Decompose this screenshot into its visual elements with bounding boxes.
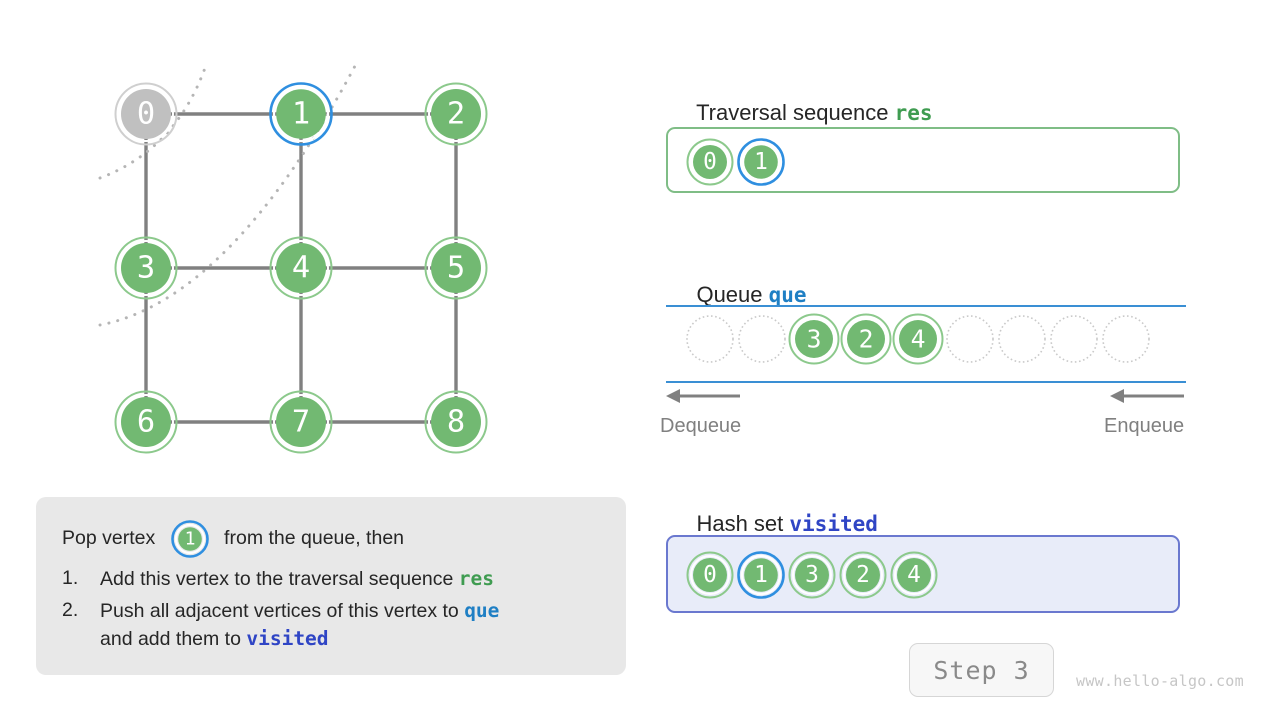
svg-text:0: 0 [137, 97, 155, 132]
explanation-headline-after: from the queue, then [218, 527, 405, 550]
keyword-visited: visited [246, 627, 329, 651]
explanation-step: 1. Add this vertex to the traversal seque… [62, 565, 600, 594]
queue-container: 3 2 4 [666, 305, 1186, 383]
visited-title-keyword: visited [789, 512, 878, 536]
res-item: 0 [686, 138, 734, 186]
svg-text:0: 0 [703, 562, 717, 588]
queue-empty-slot [996, 313, 1046, 363]
svg-text:2: 2 [447, 97, 465, 132]
bfs-wavefront-arc [98, 64, 357, 327]
res-title: Traversal sequence res [672, 74, 933, 152]
step-badge: Step 3 [909, 643, 1054, 697]
visited-item: 2 [839, 551, 887, 599]
explanation-step-text: Push all adjacent vertices of this verte… [100, 597, 600, 654]
svg-text:8: 8 [447, 405, 465, 440]
explanation-headline: Pop vertex 1 from the queue, then [62, 519, 600, 559]
graph-node-2[interactable]: 2 [424, 82, 488, 146]
keyword-que: que [464, 598, 500, 622]
svg-text:2: 2 [859, 325, 874, 354]
queue-empty-slot [944, 313, 994, 363]
visited-item: 1 [737, 551, 785, 599]
queue-title-keyword: que [768, 283, 807, 307]
res-title-prefix: Traversal sequence [696, 100, 895, 125]
explanation-box: Pop vertex 1 from the queue, then 1. Add … [36, 497, 626, 675]
res-title-keyword: res [894, 101, 933, 125]
queue-title-prefix: Queue [696, 282, 769, 307]
queue-empty-slot [1100, 313, 1150, 363]
visited-item: 4 [890, 551, 938, 599]
svg-text:2: 2 [856, 562, 870, 588]
svg-text:1: 1 [754, 562, 768, 588]
bfs-wavefront-arc [98, 66, 207, 180]
dequeue-arrow-icon [666, 389, 740, 403]
graph-node-1[interactable]: 1 [269, 82, 333, 146]
svg-text:4: 4 [907, 562, 921, 588]
plain-text: Add this vertex to the traversal sequenc… [100, 568, 459, 590]
visited-item: 0 [686, 551, 734, 599]
visited-item-list: 0 1 3 2 4 [686, 551, 938, 599]
queue-rail-bottom [666, 381, 1186, 383]
queue-slot-list: 3 2 4 [684, 313, 1150, 365]
watermark: www.hello-algo.com [1076, 672, 1244, 690]
dequeue-label: Dequeue [660, 415, 742, 437]
svg-text:3: 3 [805, 562, 819, 588]
graph-canvas: 0 1 2 3 4 5 6 7 8 [98, 64, 488, 454]
graph-node-7[interactable]: 7 [269, 390, 333, 454]
queue-item: 3 [788, 313, 840, 365]
explanation-vertex-badge: 1 [170, 520, 209, 558]
svg-text:5: 5 [447, 251, 465, 286]
svg-text:1: 1 [754, 149, 768, 175]
svg-text:3: 3 [137, 251, 155, 286]
svg-text:7: 7 [292, 405, 310, 440]
enqueue-arrow-icon [1110, 389, 1184, 403]
explanation-step-number: 2. [62, 598, 79, 621]
explanation-step-number: 1. [62, 567, 79, 589]
svg-text:6: 6 [137, 405, 155, 440]
queue-item: 4 [892, 313, 944, 365]
svg-text:1: 1 [184, 529, 195, 550]
queue-empty-slot [684, 313, 734, 363]
explanation-step-list: 1. Add this vertex to the traversal seque… [62, 565, 600, 654]
visited-container: 0 1 3 2 4 [666, 535, 1180, 613]
graph-node-4[interactable]: 4 [269, 236, 333, 300]
graph-node-0[interactable]: 0 [114, 82, 178, 146]
queue-empty-slot [1048, 313, 1098, 363]
queue-rail-top [666, 305, 1186, 307]
queue-arrow-row [660, 385, 1200, 407]
svg-text:3: 3 [807, 325, 822, 354]
keyword-res: res [458, 567, 495, 590]
visited-title: Hash set visited [672, 485, 878, 563]
plain-text: and add them to [100, 628, 247, 651]
svg-text:4: 4 [911, 325, 926, 354]
graph-node-6[interactable]: 6 [114, 390, 178, 454]
graph-node-5[interactable]: 5 [424, 236, 488, 300]
visited-title-prefix: Hash set [696, 511, 790, 536]
svg-text:0: 0 [703, 149, 717, 175]
explanation-step: 2. Push all adjacent vertices of this ver… [62, 597, 600, 654]
enqueue-label: Enqueue [1104, 415, 1185, 437]
explanation-step-text: Add this vertex to the traversal sequenc… [100, 565, 600, 594]
explanation-headline-before: Pop vertex [62, 527, 161, 550]
res-item: 1 [737, 138, 785, 186]
queue-title: Queue que [672, 256, 807, 334]
graph-node-3[interactable]: 3 [114, 236, 178, 300]
svg-text:1: 1 [292, 97, 310, 132]
svg-text:4: 4 [292, 251, 310, 286]
graph-panel: 0 1 2 3 4 5 6 7 8 [0, 0, 620, 480]
plain-text: Push all adjacent vertices of this verte… [100, 599, 465, 622]
queue-empty-slot [736, 313, 786, 363]
graph-node-8[interactable]: 8 [424, 390, 488, 454]
visited-item: 3 [788, 551, 836, 599]
queue-item: 2 [840, 313, 892, 365]
